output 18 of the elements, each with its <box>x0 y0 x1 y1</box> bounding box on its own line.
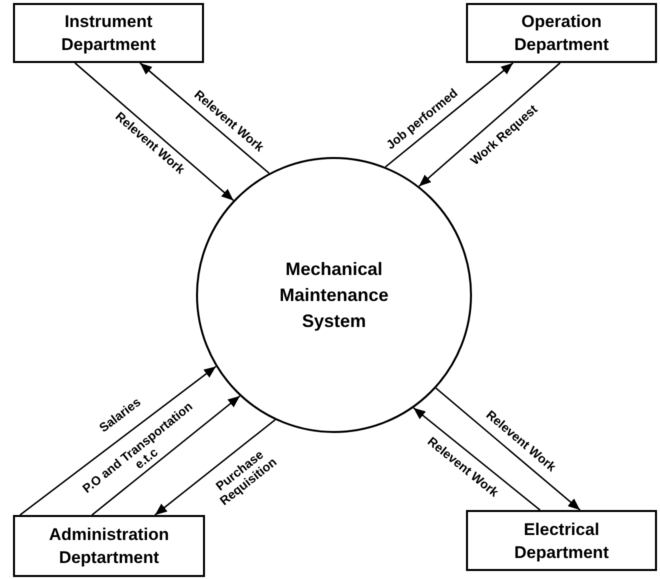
department-box <box>13 3 204 63</box>
department-name: Operation Department <box>513 11 610 56</box>
arrow <box>20 366 216 516</box>
arrow <box>435 388 580 511</box>
department-box <box>13 515 205 577</box>
department-name: Administration Deptartment <box>48 524 170 569</box>
arrow <box>413 407 540 511</box>
department-box <box>466 3 657 63</box>
arrow <box>154 419 276 516</box>
arrow <box>384 62 514 168</box>
department-box <box>466 510 657 571</box>
department-name: Electrical Department <box>513 518 610 564</box>
department-name: Instrument Department <box>60 11 157 56</box>
arrow <box>418 62 560 187</box>
process-name: Mechanical Maintenance System <box>278 258 390 333</box>
arrow <box>74 62 234 202</box>
arrow <box>140 62 270 174</box>
arrow <box>92 395 240 516</box>
